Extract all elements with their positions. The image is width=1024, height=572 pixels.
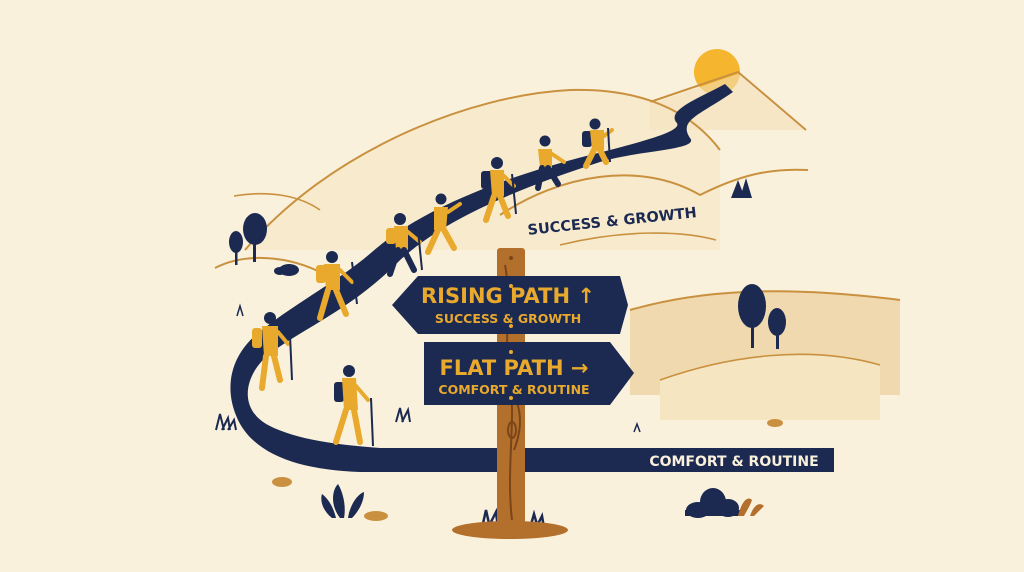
bush-icon (685, 488, 741, 518)
rock-icon (272, 477, 292, 487)
flat-path-sign-subtitle: COMFORT & ROUTINE (438, 382, 589, 397)
hill-mid-line (499, 168, 809, 216)
flat-path-sign-title: FLAT PATH → (440, 356, 589, 380)
grass-icon (236, 303, 641, 433)
hill-left-top-line (233, 192, 321, 211)
tree-icon (243, 213, 267, 262)
tree-icon (738, 284, 766, 348)
hiker-icon (316, 251, 358, 321)
rising-path-sign: RISING PATH ↑ SUCCESS & GROWTH (392, 276, 628, 334)
tree-icon (731, 178, 752, 198)
hiker-icon (582, 118, 614, 169)
grass-icon (395, 406, 411, 423)
rock-icon (767, 419, 783, 427)
hiker-icon (425, 193, 462, 255)
rising-path-sign-subtitle: SUCCESS & GROWTH (435, 311, 581, 326)
grass-icon (215, 413, 237, 431)
rising-path (230, 84, 835, 472)
tree-icon (229, 231, 243, 265)
hiker-icon (386, 213, 423, 277)
hill-right-fill-2 (660, 354, 880, 420)
hiker-icon (252, 312, 293, 391)
hiker-icon (333, 365, 374, 447)
hill-left-line (214, 257, 331, 279)
rising-path-sign-title: RISING PATH ↑ (421, 284, 595, 308)
flat-path-sign: FLAT PATH → COMFORT & ROUTINE (424, 342, 634, 405)
hiker-icon (481, 157, 517, 223)
hill-mid-line-2 (559, 232, 717, 246)
comfort-routine-label: COMFORT & ROUTINE (649, 454, 818, 470)
hill-back (245, 89, 720, 250)
leaf-plant-icon (321, 484, 388, 521)
mountain-outline (649, 70, 807, 131)
hill-right-line-2 (659, 353, 881, 381)
bush-icon (274, 264, 299, 276)
hiker-icon (535, 135, 566, 191)
tree-icon (768, 308, 786, 349)
bush-icon (738, 498, 764, 516)
